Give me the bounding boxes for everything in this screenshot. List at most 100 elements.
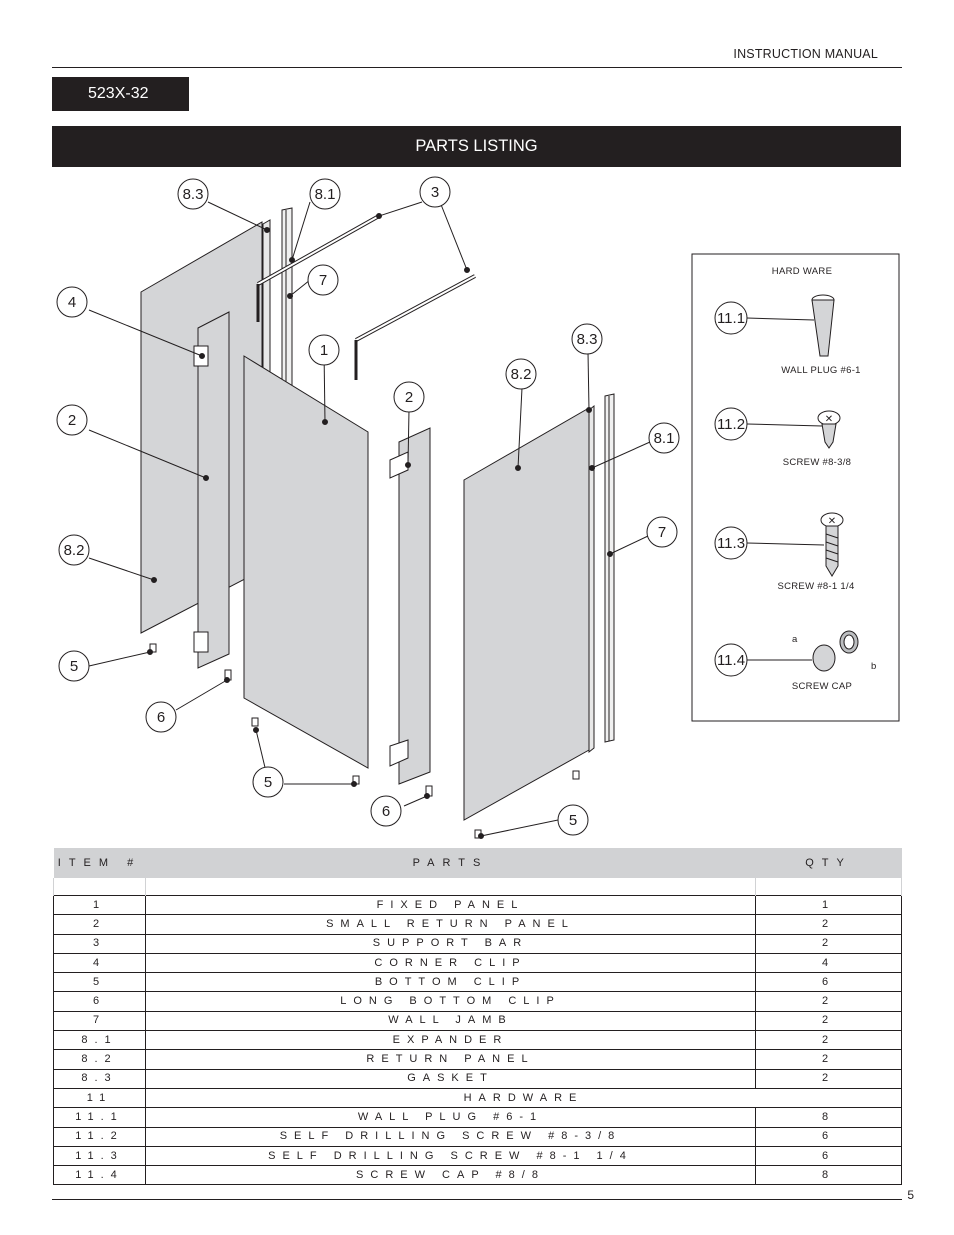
model-number: 523X-32 <box>52 77 189 111</box>
cell-part: BOTTOM CLIP <box>145 972 756 993</box>
cell-qty: 1 <box>755 894 902 916</box>
return-panel-right <box>463 407 590 821</box>
footer-divider <box>52 1199 902 1200</box>
cell-item: 11.3 <box>53 1145 146 1167</box>
screw-cap-sub-b: b <box>871 661 877 672</box>
small-return-panel-right <box>398 427 431 785</box>
cell-part: SELF DRILLING SCREW #8-3/8 <box>145 1126 756 1147</box>
cell-item: 6 <box>53 991 146 1012</box>
callout-5-left: 5 <box>70 658 78 675</box>
hardware-title: HARD WARE <box>772 266 832 277</box>
cell-item: 11.1 <box>53 1107 146 1128</box>
callout-11-3: 11.3 <box>717 535 745 552</box>
cell-item: 11.2 <box>53 1126 146 1147</box>
long-screw-icon: ✕ <box>820 512 844 577</box>
cell-qty: 2 <box>755 914 902 935</box>
cell-qty: 8 <box>755 1165 902 1186</box>
cell-part: WALL JAMB <box>145 1010 756 1032</box>
cell-item: 8.3 <box>53 1068 146 1089</box>
cell-qty: 4 <box>755 952 902 974</box>
short-screw-label: SCREW #8-3/8 <box>783 457 852 468</box>
callout-1: 1 <box>320 342 328 359</box>
screw-cap-label: SCREW CAP <box>792 681 852 692</box>
long-screw-label: SCREW #8-1 1/4 <box>777 581 854 592</box>
cell-part: CORNER CLIP <box>145 952 756 974</box>
header-divider <box>52 67 902 68</box>
callout-5-middle: 5 <box>264 774 272 791</box>
callout-11-2: 11.2 <box>717 416 745 433</box>
callout-11-4: 11.4 <box>717 652 745 669</box>
screw-cap-sub-a: a <box>792 634 798 645</box>
cell-qty: 2 <box>755 1068 902 1089</box>
cell-part: RETURN PANEL <box>145 1049 756 1070</box>
callout-4: 4 <box>68 294 76 311</box>
exploded-parts-diagram: 8.3 8.1 3 7 4 1 2 8.3 8.2 8.1 2 7 8.2 5 … <box>56 176 900 839</box>
cell-part: EXPANDER <box>145 1030 756 1051</box>
cell-qty: 2 <box>755 1049 902 1070</box>
callout-8-1-left: 8.1 <box>315 186 336 203</box>
cell-qty: 2 <box>755 933 902 954</box>
cell-item: 7 <box>53 1010 146 1032</box>
cell-part: LONG BOTTOM CLIP <box>145 991 756 1012</box>
cell-item: 5 <box>53 972 146 993</box>
cell-item: 3 <box>53 933 146 954</box>
wall-plug-icon <box>811 294 835 357</box>
callout-2-right: 2 <box>405 389 413 406</box>
page-number: 5 <box>907 1188 914 1202</box>
cell-qty: 6 <box>755 1126 902 1147</box>
callout-7-right: 7 <box>658 524 666 541</box>
cell-item: 8.2 <box>53 1049 146 1070</box>
cell-qty: 2 <box>755 1030 902 1051</box>
cell-qty: 2 <box>755 1010 902 1032</box>
cell-part: SMALL RETURN PANEL <box>145 914 756 935</box>
cell-item: 11 <box>53 1087 146 1109</box>
manual-title: INSTRUCTION MANUAL <box>733 47 878 61</box>
callout-8-1-right: 8.1 <box>654 430 675 447</box>
callout-2-left: 2 <box>68 412 76 429</box>
cell-part: SCREW CAP #8/8 <box>145 1165 756 1186</box>
callout-6-right: 6 <box>382 803 390 820</box>
callout-8-2-left: 8.2 <box>64 542 85 559</box>
cell-part: WALL PLUG #6-1 <box>145 1107 756 1128</box>
hardware-box: HARD WARE 11.1 WALL PLUG #6-1 11.2 ✕ SCR… <box>691 253 900 722</box>
cell-part: FIXED PANEL <box>145 894 756 916</box>
col-header-item: ITEM # <box>53 848 146 878</box>
cell-item: 11.4 <box>53 1165 146 1186</box>
cell-qty: 2 <box>755 991 902 1012</box>
wall-plug-label: WALL PLUG #6-1 <box>781 365 861 376</box>
cell-qty: 8 <box>755 1107 902 1128</box>
short-screw-icon: ✕ <box>817 410 841 449</box>
cell-part: HARDWARE <box>145 1087 902 1109</box>
callout-8-3-left: 8.3 <box>183 186 204 203</box>
callout-8-3-right: 8.3 <box>577 331 598 348</box>
svg-text:✕: ✕ <box>825 414 833 425</box>
screw-cap-icon <box>812 630 859 672</box>
cell-part: SUPPORT BAR <box>145 933 756 954</box>
callout-7-left: 7 <box>319 272 327 289</box>
callout-6-left: 6 <box>157 709 165 726</box>
col-header-parts: PARTS <box>145 848 756 878</box>
section-title: PARTS LISTING <box>52 126 901 167</box>
svg-text:✕: ✕ <box>828 516 836 527</box>
cell-item: 2 <box>53 914 146 935</box>
cell-part: SELF DRILLING SCREW #8-1 1/4 <box>145 1145 756 1167</box>
table-spacer-row <box>53 878 902 896</box>
fixed-panel <box>243 355 369 769</box>
callout-3: 3 <box>431 184 439 201</box>
col-header-qty: QTY <box>755 848 902 878</box>
callout-5-right: 5 <box>569 812 577 829</box>
